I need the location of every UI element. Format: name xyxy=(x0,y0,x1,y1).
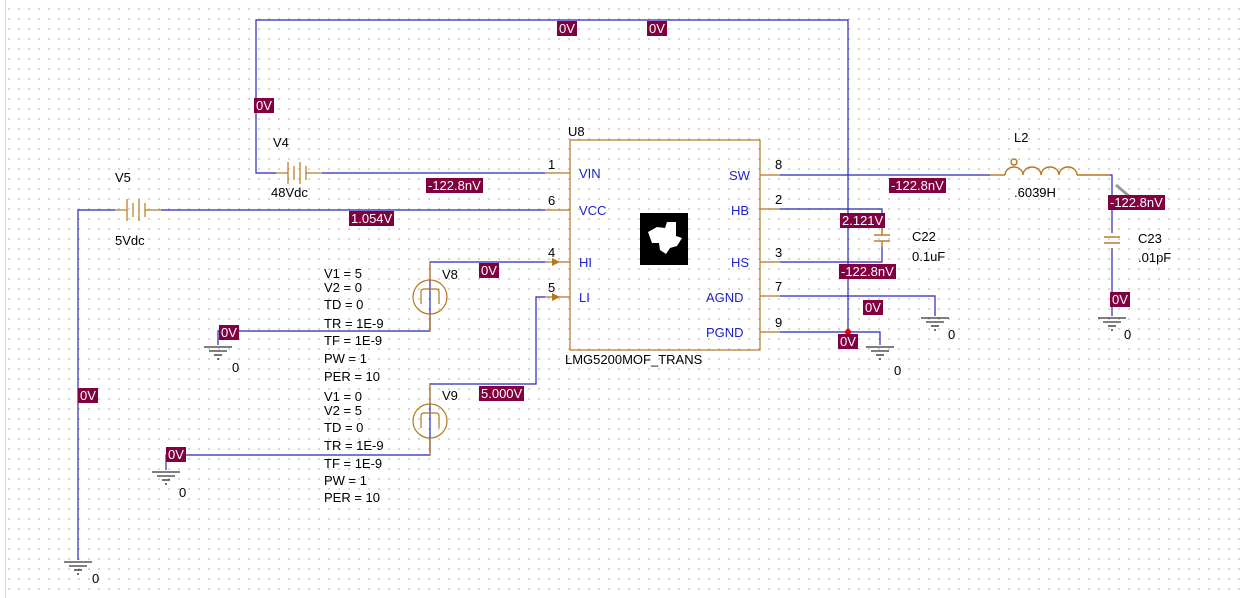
pin-number-hi: 4 xyxy=(548,245,556,260)
pin-stubs xyxy=(545,172,780,333)
v9-param: TF = 1E-9 xyxy=(324,456,383,471)
voltage-marker[interactable]: 5.000V xyxy=(479,386,525,401)
voltage-marker[interactable]: 0V xyxy=(1110,292,1130,307)
pin-number-vin: 1 xyxy=(548,157,556,172)
wire-hs xyxy=(780,246,883,263)
v8-param: TR = 1E-9 xyxy=(324,316,384,331)
ground-v5 xyxy=(64,561,92,575)
voltage-marker[interactable]: -122.8nV xyxy=(426,178,483,193)
ground-c23 xyxy=(1098,317,1126,331)
pin-number-pgnd: 9 xyxy=(775,315,783,330)
pin-number-li: 5 xyxy=(548,280,556,295)
v9-param: TD = 0 xyxy=(324,420,364,435)
voltage-marker[interactable]: -122.8nV xyxy=(839,264,896,279)
voltage-marker[interactable]: 0V xyxy=(557,21,577,36)
voltage-marker[interactable]: 1.054V xyxy=(349,211,395,226)
l2-inductor-symbol xyxy=(990,158,1110,176)
ground-agnd xyxy=(921,317,949,331)
v4-battery-symbol xyxy=(276,162,322,184)
voltage-marker[interactable]: 0V xyxy=(838,334,858,349)
wires xyxy=(77,19,1113,560)
ground-label: 0 xyxy=(948,327,956,342)
v8-param: TD = 0 xyxy=(324,297,364,312)
wire-agnd xyxy=(780,295,936,316)
v8-ref: V8 xyxy=(442,267,458,282)
pin-label-hb: HB xyxy=(731,203,750,218)
pin-number-vcc: 6 xyxy=(548,193,556,208)
v8-param: TF = 1E-9 xyxy=(324,333,383,348)
pin-number-hs: 3 xyxy=(775,245,783,260)
v5-ref: V5 xyxy=(115,170,131,185)
ground-pgnd xyxy=(866,346,894,360)
voltage-marker[interactable]: -122.8nV xyxy=(1108,195,1165,210)
voltage-marker[interactable]: 0V xyxy=(863,300,883,315)
v9-pulse-source-symbol xyxy=(412,384,448,455)
v4-ref: V4 xyxy=(273,135,289,150)
ground-label: 0 xyxy=(1124,327,1132,342)
l2-value: .6039H xyxy=(1014,185,1056,200)
pin-label-li: LI xyxy=(579,290,590,305)
ground-label: 0 xyxy=(179,485,187,500)
ground-label: 0 xyxy=(232,360,240,375)
pin-label-pgnd: PGND xyxy=(706,325,744,340)
voltage-marker[interactable]: 0V xyxy=(78,388,98,403)
voltage-marker[interactable]: 2.121V xyxy=(840,213,886,228)
voltage-marker[interactable]: -122.8nV xyxy=(889,178,946,193)
pin-label-hs: HS xyxy=(731,255,750,270)
v9-ref: V9 xyxy=(442,388,458,403)
ground-label: 0 xyxy=(92,571,100,586)
pin-label-vcc: VCC xyxy=(579,203,607,218)
voltage-marker[interactable]: 0V xyxy=(647,21,667,36)
pin-number-hb: 2 xyxy=(775,192,783,207)
voltage-marker[interactable]: 0V xyxy=(219,325,239,340)
pin-number-agnd: 7 xyxy=(775,279,783,294)
c22-ref: C22 xyxy=(912,229,936,244)
v8-param: V1 = 5 xyxy=(324,266,362,281)
ground-v9 xyxy=(152,471,180,485)
pin-label-sw: SW xyxy=(729,168,750,183)
v4-value: 48Vdc xyxy=(271,185,308,200)
ic-body xyxy=(569,139,761,351)
pin-number-sw: 8 xyxy=(775,157,783,172)
v5-value: 5Vdc xyxy=(115,233,145,248)
l2-ref: L2 xyxy=(1014,130,1029,145)
c23-capacitor-symbol xyxy=(1104,236,1120,244)
wire-v5-vcc xyxy=(77,209,545,560)
v5-battery-symbol xyxy=(115,199,161,221)
v9-param: PW = 1 xyxy=(324,473,367,488)
pin-label-agnd: AGND xyxy=(706,290,744,305)
canvas-border xyxy=(5,0,6,598)
wire-v9-gnd xyxy=(165,436,431,470)
v9-param: PER = 10 xyxy=(324,490,381,505)
v8-param: PER = 10 xyxy=(324,369,381,384)
wire-top-loop xyxy=(255,19,849,332)
ground-v8 xyxy=(204,346,232,360)
pin-label-hi: HI xyxy=(579,255,592,270)
v8-param: PW = 1 xyxy=(324,351,367,366)
ic-ref-label: U8 xyxy=(568,124,585,139)
wire-li xyxy=(429,296,545,452)
voltage-marker[interactable]: 0V xyxy=(254,98,274,113)
wire-v4-vin xyxy=(255,163,545,174)
pin-label-vin: VIN xyxy=(579,166,601,181)
v9-param: TR = 1E-9 xyxy=(324,438,384,453)
c22-value: 0.1uF xyxy=(912,249,946,264)
v9-param: V2 = 5 xyxy=(324,403,362,418)
v8-pulse-source-symbol xyxy=(412,262,448,331)
c23-value: .01pF xyxy=(1138,250,1172,265)
voltage-marker[interactable]: 0V xyxy=(479,263,499,278)
ground-label: 0 xyxy=(894,363,902,378)
ic-part-label: LMG5200MOF_TRANS xyxy=(565,352,703,367)
ti-logo-icon xyxy=(640,213,688,265)
ground-symbols xyxy=(64,317,1126,575)
pin-arrows xyxy=(552,258,560,301)
wire-pgnd xyxy=(780,331,881,345)
v9-param: V1 = 0 xyxy=(324,389,362,404)
voltage-marker[interactable]: 0V xyxy=(166,447,186,462)
c22-capacitor-symbol xyxy=(874,228,890,248)
c23-ref: C23 xyxy=(1138,231,1162,246)
v8-param: V2 = 0 xyxy=(324,280,362,295)
